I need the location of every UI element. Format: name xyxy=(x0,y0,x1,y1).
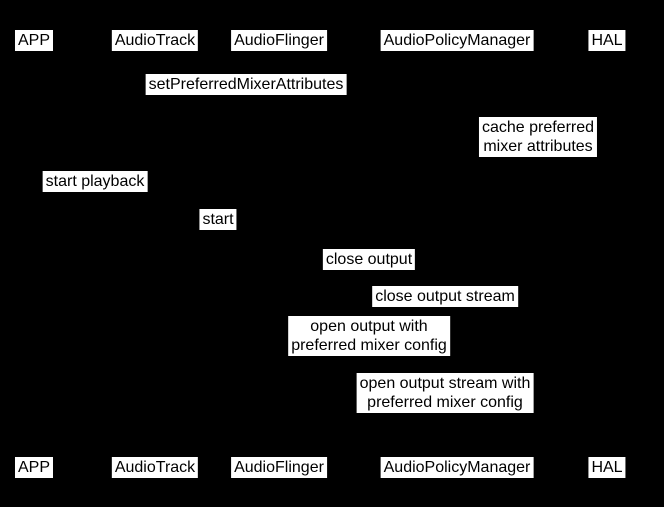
message-cache-preferred-mixer-attributes: cache preferred mixer attributes xyxy=(478,117,598,157)
participant-audioflinger-top: AudioFlinger xyxy=(231,30,327,51)
participant-audiotrack-top: AudioTrack xyxy=(111,30,199,51)
message-set-preferred-mixer-attributes: setPreferredMixerAttributes xyxy=(145,74,347,95)
participant-audiotrack-bottom: AudioTrack xyxy=(111,457,199,478)
message-close-output: close output xyxy=(322,249,416,270)
participant-audiopolicymanager-top: AudioPolicyManager xyxy=(380,30,534,51)
participant-audiopolicymanager-bottom: AudioPolicyManager xyxy=(380,457,534,478)
message-open-output-stream-preferred-config: open output stream with preferred mixer … xyxy=(356,373,534,413)
message-open-output-with-preferred-config: open output with preferred mixer config xyxy=(288,316,450,356)
message-start: start xyxy=(199,209,237,230)
participant-audioflinger-bottom: AudioFlinger xyxy=(231,457,327,478)
message-start-playback: start playback xyxy=(42,171,148,192)
participant-hal-bottom: HAL xyxy=(588,457,626,478)
participant-app-top: APP xyxy=(14,30,54,51)
message-close-output-stream: close output stream xyxy=(372,286,518,307)
participant-hal-top: HAL xyxy=(588,30,626,51)
participant-app-bottom: APP xyxy=(14,457,54,478)
